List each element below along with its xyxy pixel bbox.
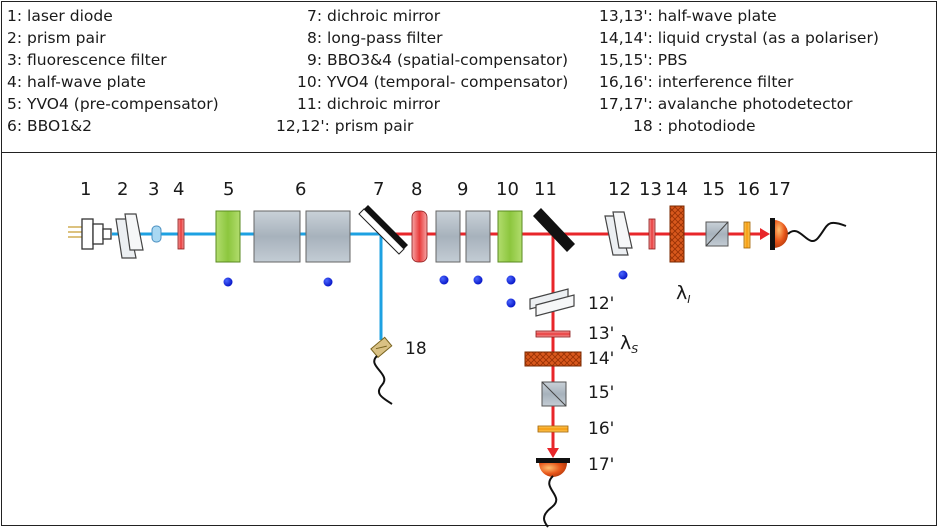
label-16: 16 xyxy=(737,179,760,200)
label-3: 3 xyxy=(148,179,159,200)
label-14: 14 xyxy=(665,179,688,200)
yvo4-temporal-compensator xyxy=(497,210,523,263)
dichroic-mirror-7 xyxy=(358,205,408,255)
red-beam-vertical-arrowhead xyxy=(547,448,559,458)
label-11: 11 xyxy=(534,179,557,200)
legend-item-6: 6: BBO1&2 xyxy=(7,117,93,135)
bbo-crystal-3 xyxy=(435,210,461,263)
legend-item-5: 5: YVO4 (pre-compensator) xyxy=(7,95,219,113)
legend-item-7: 7: dichroic mirror xyxy=(307,7,441,25)
liquid-crystal-14 xyxy=(669,205,685,263)
label-12-prime: 12' xyxy=(588,294,614,314)
label-2: 2 xyxy=(117,179,128,200)
legend-item-10: 10: YVO4 (temporal- compensator) xyxy=(297,73,569,91)
pbs-15-prime xyxy=(541,381,567,407)
photodiode-18-icon xyxy=(370,336,393,405)
lambda-signal-label: λS xyxy=(620,332,638,356)
dichroic-mirror-11 xyxy=(533,208,575,252)
avalanche-photodetector-17-icon xyxy=(770,218,847,250)
legend-item-17: 17,17': avalanche photodetector xyxy=(599,95,853,113)
red-beam-arrowhead xyxy=(760,228,770,240)
legend-item-15: 15,15': PBS xyxy=(599,51,688,69)
legend-item-14: 14,14': liquid crystal (as a polariser) xyxy=(599,29,879,47)
label-8: 8 xyxy=(411,179,422,200)
half-wave-plate-13-prime xyxy=(535,330,571,338)
legend-item-3: 3: fluorescence filter xyxy=(7,51,167,69)
label-12: 12 xyxy=(608,179,631,200)
interference-filter-16 xyxy=(743,221,751,249)
pbs-15 xyxy=(705,221,729,247)
label-13: 13 xyxy=(639,179,662,200)
interference-filter-16-prime xyxy=(537,425,569,433)
label-14-prime: 14' xyxy=(588,349,614,369)
legend-item-16: 16,16': interference filter xyxy=(599,73,794,91)
half-wave-plate-13 xyxy=(648,218,656,250)
prism-pair-12prime-icon xyxy=(529,288,575,317)
bbo-crystal-2 xyxy=(305,210,351,263)
fluorescence-filter xyxy=(151,225,162,243)
legend-item-13: 13,13': half-wave plate xyxy=(599,7,777,25)
lambda-idler-label: λI xyxy=(676,282,691,306)
legend-item-12: 12,12': prism pair xyxy=(276,117,414,135)
laser-diode-icon xyxy=(68,218,112,250)
avalanche-photodetector-17-prime-icon xyxy=(536,458,570,528)
prism-pair-icon xyxy=(115,213,144,259)
label-4: 4 xyxy=(173,179,184,200)
label-1: 1 xyxy=(80,179,91,200)
legend-item-9: 9: BBO3&4 (spatial-compensator) xyxy=(307,51,569,69)
label-7: 7 xyxy=(373,179,384,200)
legend-item-8: 8: long-pass filter xyxy=(307,29,443,47)
label-9: 9 xyxy=(457,179,468,200)
label-17: 17 xyxy=(768,179,791,200)
label-15-prime: 15' xyxy=(588,383,614,403)
legend-item-11: 11: dichroic mirror xyxy=(297,95,441,113)
bbo-crystal-4 xyxy=(465,210,491,263)
bbo-crystal-1 xyxy=(253,210,301,263)
label-16-prime: 16' xyxy=(588,419,614,439)
label-17-prime: 17' xyxy=(588,455,614,475)
label-18: 18 xyxy=(405,339,427,359)
prism-pair-12-icon xyxy=(604,211,633,256)
half-wave-plate xyxy=(177,218,185,250)
label-13-prime: 13' xyxy=(588,324,614,344)
legend-item-18: 18 : photodiode xyxy=(633,117,756,135)
liquid-crystal-14-prime xyxy=(524,351,582,367)
label-10: 10 xyxy=(496,179,519,200)
legend-item-2: 2: prism pair xyxy=(7,29,106,47)
legend-item-1: 1: laser diode xyxy=(7,7,113,25)
label-5: 5 xyxy=(223,179,234,200)
blue-dots xyxy=(223,270,628,308)
label-6: 6 xyxy=(295,179,306,200)
label-15: 15 xyxy=(702,179,725,200)
yvo4-pre-compensator xyxy=(215,210,241,263)
long-pass-filter xyxy=(411,210,428,263)
legend-item-4: 4: half-wave plate xyxy=(7,73,146,91)
legend-box: 1: laser diode 2: prism pair 3: fluoresc… xyxy=(1,1,937,153)
